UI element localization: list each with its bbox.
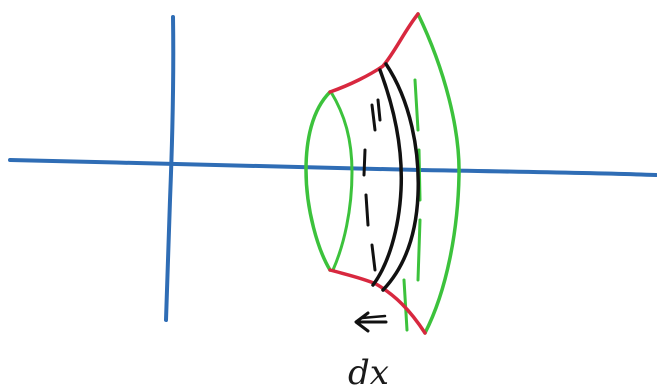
dx-label: dx xyxy=(348,353,389,391)
slice-back-dashes xyxy=(362,103,377,272)
y-axis xyxy=(164,15,176,322)
x-axis xyxy=(8,158,657,177)
axes xyxy=(8,15,657,322)
disk-slice xyxy=(362,62,420,292)
right-face-ellipse xyxy=(416,12,461,335)
arrow-head xyxy=(354,311,370,333)
left-face-ellipse xyxy=(304,90,332,272)
left-face-ellipse-inner xyxy=(329,90,354,272)
arrow-shaft-2 xyxy=(360,314,387,320)
slice-left-edge xyxy=(371,68,404,287)
slice-back-dashes-2 xyxy=(376,98,382,122)
slice-right-edge xyxy=(381,62,420,292)
inner-dashed-edge xyxy=(402,278,409,332)
thickness-arrow xyxy=(354,311,388,333)
solid-outline xyxy=(304,12,461,335)
red-bounds xyxy=(328,12,427,335)
top-bounding-curve xyxy=(328,12,420,94)
bottom-bounding-curve xyxy=(328,268,427,335)
